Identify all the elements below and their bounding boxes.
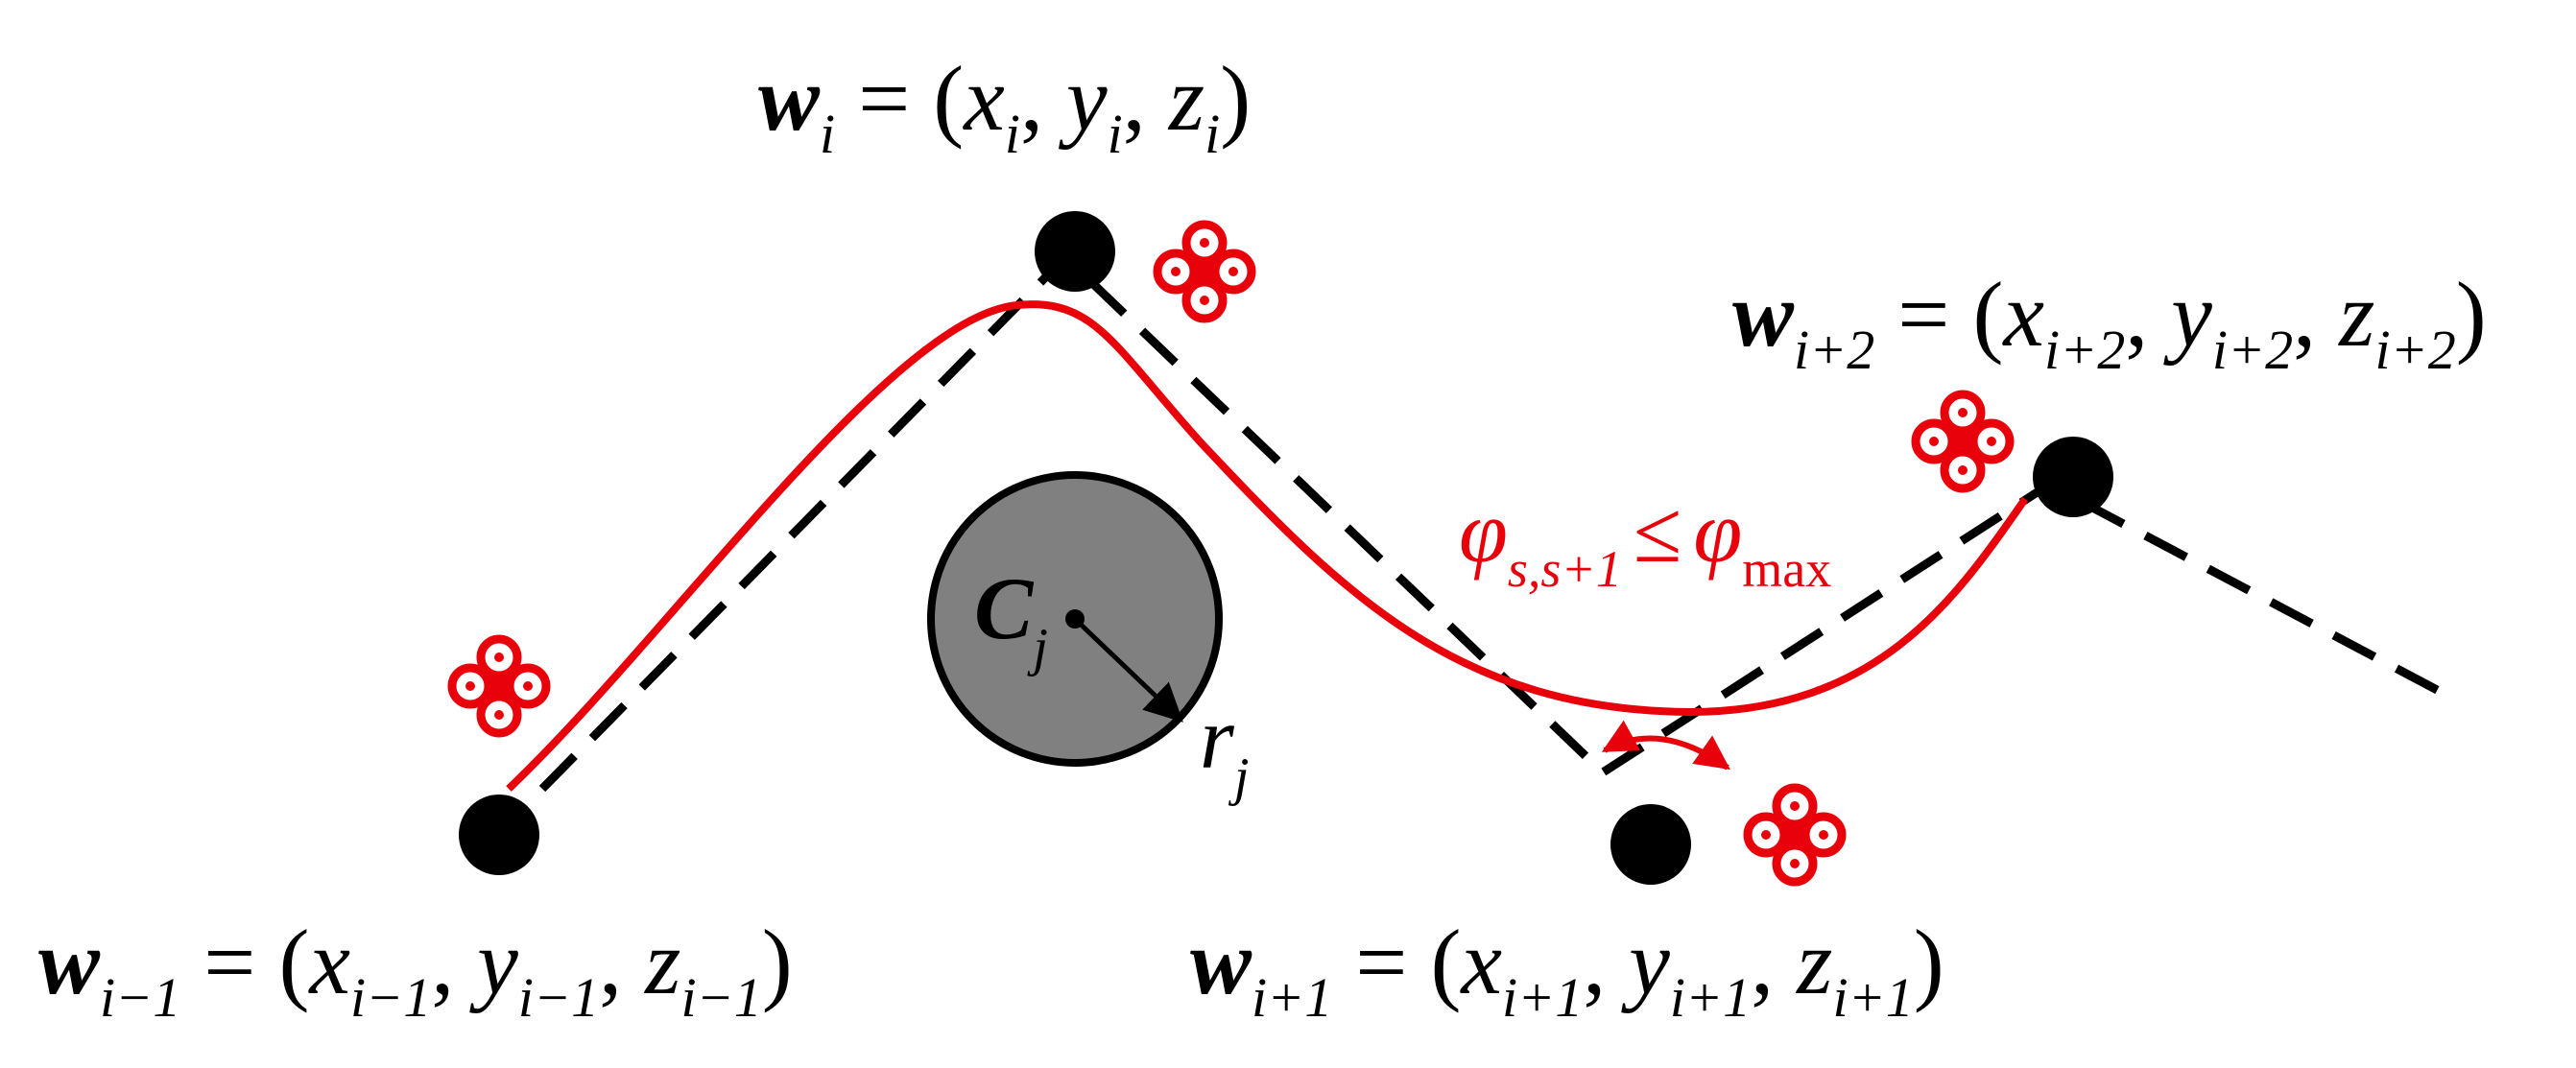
smooth-trajectory bbox=[506, 300, 2029, 792]
drone-icon bbox=[1916, 394, 2010, 488]
label-obstacle-center: Cj bbox=[974, 559, 1048, 677]
label-w-im1: wi−1 = (xi−1, yi−1, zi−1) bbox=[38, 911, 793, 1029]
radius-arrow bbox=[1073, 617, 1183, 723]
label-w-i: wi = (xi, yi, zi) bbox=[758, 47, 1251, 165]
label-obstacle-radius: rj bbox=[1200, 689, 1249, 807]
obstacle bbox=[927, 471, 1223, 767]
drone-icon bbox=[1157, 225, 1252, 319]
dashed-waypoint-path bbox=[538, 250, 2460, 793]
waypoint-dot-w-ip1 bbox=[1610, 804, 1691, 885]
waypoint-dot-w-im1 bbox=[459, 795, 539, 875]
label-w-ip1: wi+1 = (xi+1, yi+1, zi+1) bbox=[1190, 911, 1944, 1029]
turn-angle-arc bbox=[1601, 720, 1730, 771]
label-w-ip2: wi+2 = (xi+2, yi+2, zi+2) bbox=[1732, 263, 2487, 381]
drone-icon bbox=[1748, 788, 1842, 882]
label-turn-constraint: φs,s+1≤φmax bbox=[1459, 483, 1831, 598]
drone-icon bbox=[452, 639, 546, 733]
waypoint-dot-w-ip2 bbox=[2033, 437, 2113, 517]
waypoint-dot-w-i bbox=[1035, 211, 1115, 292]
